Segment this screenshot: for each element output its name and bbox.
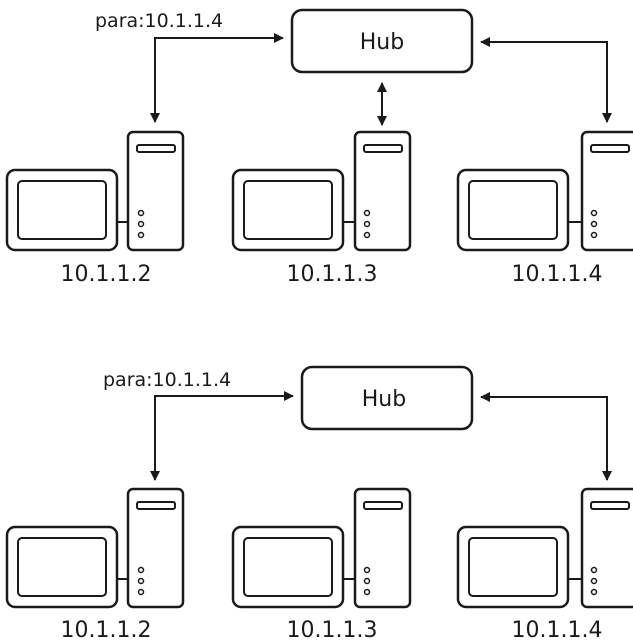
ip-label-computer-3: 10.1.1.4 [512,262,603,287]
link-computer-1 [150,33,284,123]
tower [126,130,185,252]
computer-2 [231,487,412,609]
ip-label-computer-3: 10.1.1.4 [512,618,603,641]
ip-label-computer-1: 10.1.1.2 [61,262,152,287]
monitor-screen [17,537,107,597]
monitor-screen [243,537,333,597]
link-computer-1 [150,391,294,481]
tower [580,487,633,609]
sender-label: para:10.1.1.4 [95,10,223,32]
ip-label-computer-2: 10.1.1.3 [287,262,378,287]
computer-3 [456,487,633,609]
monitor-screen [17,180,107,240]
panel-2: Hub para:10.1.1.4 10.1.1.2 [5,365,633,641]
hub-box [300,365,474,431]
computer-1 [5,487,185,609]
panel-1: Hub para:10.1.1.4 10.1.1.2 [5,8,633,287]
tower [353,130,412,252]
ip-label-computer-1: 10.1.1.2 [61,618,152,641]
monitor-screen [468,180,558,240]
computer-2 [231,130,412,252]
tower [580,130,633,252]
link-computer-3 [480,37,612,123]
monitor-screen [243,180,333,240]
computer-3 [456,130,633,252]
hub-label: Hub [360,30,404,55]
computer-1 [5,130,185,252]
monitor-screen [468,537,558,597]
link-computer-3 [480,392,612,481]
hub-box [290,8,474,74]
tower [126,487,185,609]
hub-label: Hub [362,387,406,412]
sender-label: para:10.1.1.4 [103,369,231,391]
ip-label-computer-2: 10.1.1.3 [287,618,378,641]
tower [353,487,412,609]
